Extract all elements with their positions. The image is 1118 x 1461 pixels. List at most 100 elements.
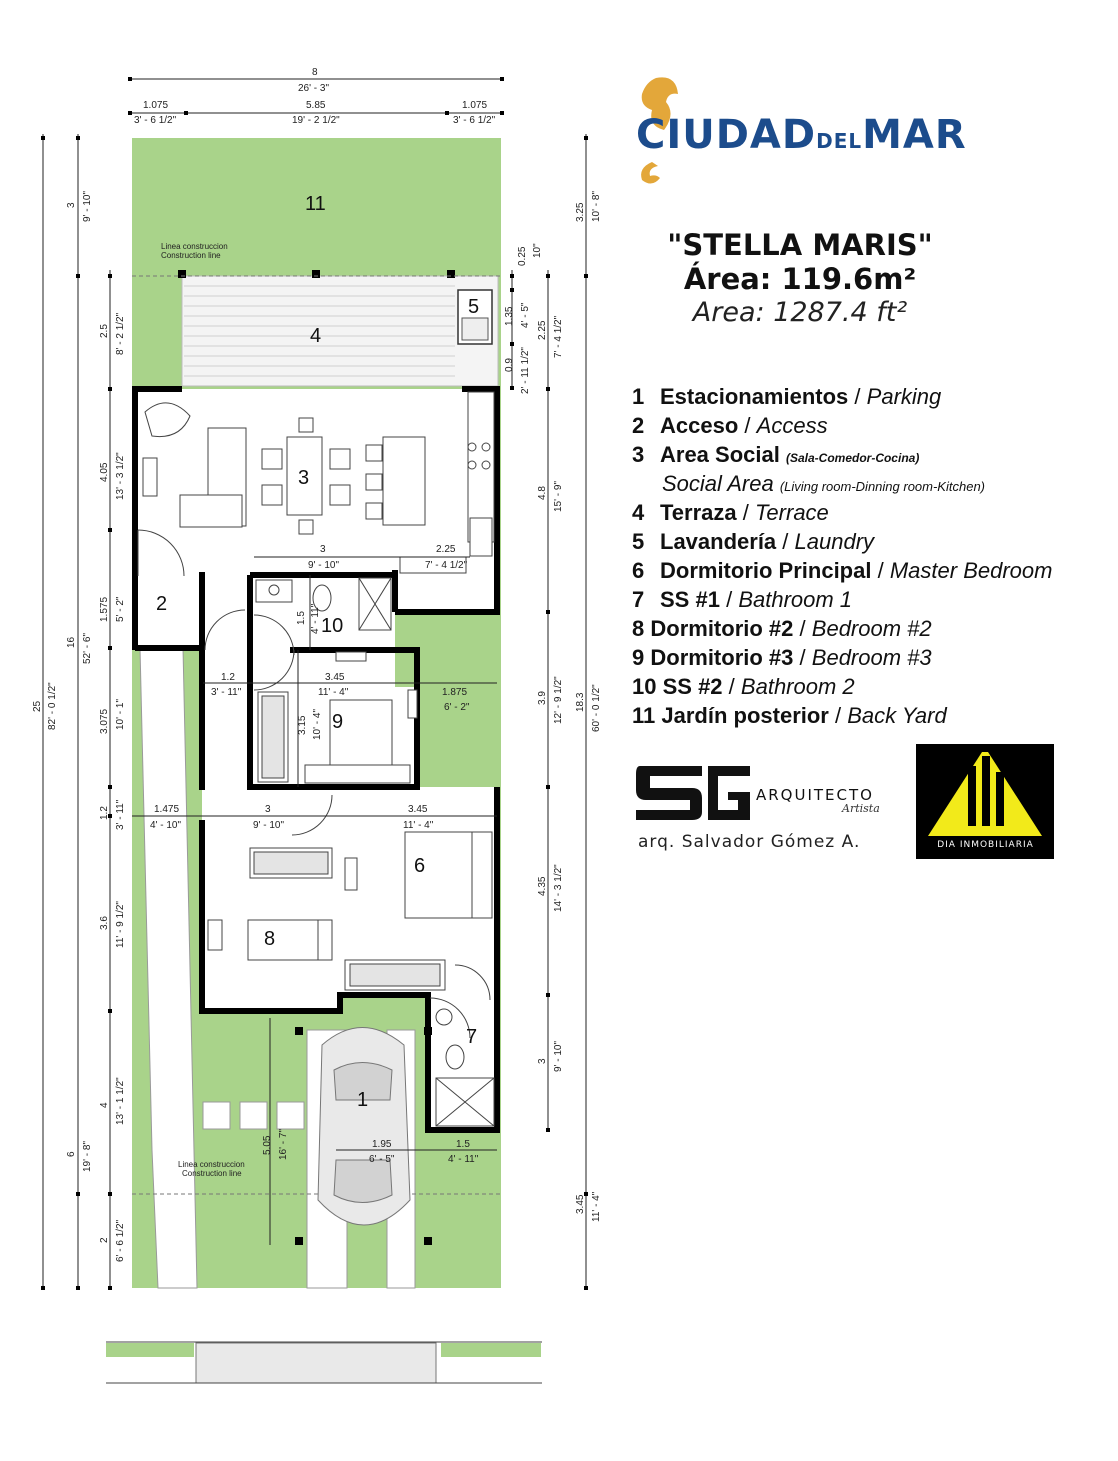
dimension-tick <box>584 274 588 278</box>
dim-r-front-m: 3.45 <box>575 1194 586 1214</box>
laundry-basin <box>461 317 489 341</box>
dimension-tick <box>584 1286 588 1290</box>
dimension-tick <box>584 136 588 140</box>
construction-line-label-en-front: Construction line <box>182 1169 242 1178</box>
legend-sep: / <box>728 674 735 699</box>
legend-en: Bathroom 1 <box>738 587 853 612</box>
legend-es: Terraza <box>660 500 737 525</box>
dia-inmobiliaria-text: DIA INMOBILIARIA <box>937 840 1034 850</box>
dim-l4-ft: 10' - 1" <box>115 699 126 730</box>
room-label-11: 11 <box>305 193 326 215</box>
dim-h11-m: 1.95 <box>372 1139 392 1150</box>
legend-sep: / <box>854 384 861 409</box>
legend-item-11: 11 Jardín posterior / Back Yard <box>632 701 1112 730</box>
legend-num: 4 <box>632 500 645 525</box>
floor-plan: Linea construccion Construction line Lin… <box>32 67 602 1384</box>
legend-num: 2 <box>632 413 645 438</box>
dimension-tick <box>108 785 112 789</box>
architect-word: ARQUITECTO <box>756 786 874 804</box>
dim-l3-ft: 5' - 2" <box>115 596 126 622</box>
legend-num: 11 <box>632 703 656 728</box>
dim-top-left-ft: 3' - 6 1/2" <box>134 115 177 126</box>
construction-line-label-en: Construction line <box>161 251 221 260</box>
legend-en: Access <box>756 413 828 438</box>
dimension-tick <box>108 387 112 391</box>
dimension-tick <box>108 646 112 650</box>
legend-es: Dormitorio #3 <box>650 645 794 670</box>
area-ft2: Area: 1287.4 ft² <box>692 297 908 328</box>
dimension-lines <box>42 78 587 1288</box>
legend-en: Laundry <box>794 529 875 554</box>
legend-es-sub: (Sala-Comedor-Cocina) <box>785 451 920 465</box>
architect-sub: Artista <box>842 802 880 815</box>
dim-r2-m: 1.35 <box>504 306 515 326</box>
legend-en: Back Yard <box>847 703 947 728</box>
legend-es: Dormitorio #2 <box>650 616 794 641</box>
dim-l1-ft: 8' - 2 1/2" <box>115 312 126 355</box>
room-label-1: 1 <box>357 1089 368 1111</box>
room-label-10: 10 <box>321 615 343 637</box>
legend-es: SS #1 <box>660 587 720 612</box>
dim-r5-ft: 15' - 9" <box>553 481 564 512</box>
dim-h10-ft: 11' - 4" <box>403 820 434 831</box>
dim-l3-m: 1.575 <box>99 597 110 622</box>
legend-en: Master Bedroom <box>889 558 1053 583</box>
house-interior <box>135 389 497 1130</box>
legend-en-sub: (Living room-Dinning room-Kitchen) <box>779 479 986 494</box>
dim-h2-ft: 7' - 4 1/2" <box>425 560 468 571</box>
legend-item-9: 9 Dormitorio #3 / Bedroom #3 <box>632 643 1112 672</box>
dim-top-mid-m: 5.85 <box>306 100 326 111</box>
dim-l7-m: 4 <box>99 1102 110 1108</box>
dim-far-left-m: 25 <box>32 700 43 712</box>
dim-h13-m: 5.05 <box>262 1135 273 1155</box>
legend-num: 1 <box>632 384 645 409</box>
dimension-tick <box>108 1286 112 1290</box>
dim-r2-ft: 4' - 5" <box>520 302 531 328</box>
posts <box>178 270 455 1245</box>
dim-h5-m: 3.45 <box>325 672 345 683</box>
dim-l2-ft: 13' - 3 1/2" <box>115 452 126 500</box>
dim-l-house-m: 16 <box>66 636 77 648</box>
dimension-tick <box>108 1009 112 1013</box>
walls <box>132 386 500 1133</box>
dim-l6-ft: 11' - 9 1/2" <box>115 901 126 948</box>
dim-l8-m: 2 <box>99 1237 110 1243</box>
legend-num: 8 <box>632 616 645 641</box>
terrace <box>181 275 499 387</box>
legend-sep: / <box>726 587 733 612</box>
legend-sep: / <box>782 529 789 554</box>
vertical-dimensions: 25 82' - 0 1/2" 3 9' - 10" 16 52' - 6" 6… <box>32 191 602 1262</box>
dim-h12-ft: 4' - 11" <box>448 1154 479 1165</box>
room-label-8: 8 <box>264 928 275 950</box>
architect-name: arq. Salvador Gómez A. <box>638 832 861 852</box>
dimension-tick <box>108 528 112 532</box>
dim-l-front-m: 6 <box>66 1151 77 1157</box>
area-m2: Área: 119.6m² <box>683 262 917 296</box>
dim-top-right-m: 1.075 <box>462 100 487 111</box>
dimension-tick <box>41 1286 45 1290</box>
dim-l2-m: 4.05 <box>99 462 110 482</box>
dim-r1-ft: 10" <box>532 243 543 258</box>
dim-r-back-m: 3.25 <box>575 202 586 222</box>
dim-r3-ft: 2' - 11 1/2" <box>520 347 531 394</box>
dim-r6-m: 3.9 <box>537 691 548 705</box>
room-label-5: 5 <box>468 296 479 318</box>
room-label-7: 7 <box>466 1026 477 1048</box>
dimension-tick <box>128 111 132 115</box>
legend-sep: / <box>742 500 749 525</box>
dim-h1-m: 3 <box>320 544 326 555</box>
dim-r7-m: 4.35 <box>537 876 548 896</box>
legend-item-8: 8 Dormitorio #2 / Bedroom #2 <box>632 614 1112 643</box>
legend-en: Bathroom 2 <box>740 674 855 699</box>
legend-es: Estacionamientos <box>660 384 849 409</box>
dia-inmobiliaria-logo <box>916 744 1054 859</box>
legend-es: Area Social <box>660 442 780 467</box>
legend-num: 10 <box>632 674 657 699</box>
dimension-tick <box>108 814 112 818</box>
dimension-tick <box>546 1128 550 1132</box>
dim-top-total-m: 8 <box>312 67 318 78</box>
legend-en: Parking <box>866 384 942 409</box>
dim-r-lot-ft: 60' - 0 1/2" <box>591 684 602 732</box>
legend-es: SS #2 <box>662 674 723 699</box>
